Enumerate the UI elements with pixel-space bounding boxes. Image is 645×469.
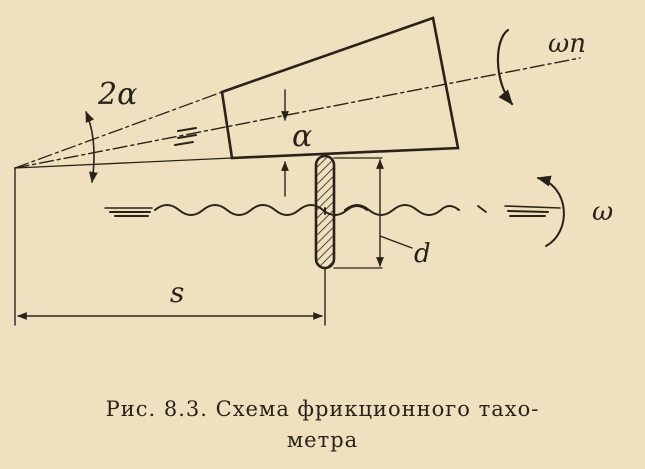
- cone-inner-edge: [221, 91, 233, 159]
- cone-axis: [14, 57, 581, 169]
- cone-generatrix-lower: [14, 157, 233, 169]
- cone-body: [220, 16, 460, 160]
- cone-generatrix-upper: [14, 91, 223, 169]
- roller-shaft-right: [344, 204, 460, 216]
- label-d: d: [414, 239, 431, 269]
- figure-caption-line2: метра: [286, 428, 359, 452]
- figure-caption-line1: Рис. 8.3. Схема фрикционного тахо-: [105, 397, 540, 421]
- omega-rotation-arrow: [536, 175, 565, 247]
- label-2alpha: 2α: [97, 77, 137, 112]
- angle-2alpha-arc: [85, 110, 98, 184]
- label-alpha: α: [292, 119, 312, 154]
- label-omega-n: ωп: [548, 29, 586, 59]
- label-omega: ω: [592, 197, 613, 227]
- label-s: s: [170, 276, 184, 309]
- omega-n-rotation-arrow: [496, 28, 514, 106]
